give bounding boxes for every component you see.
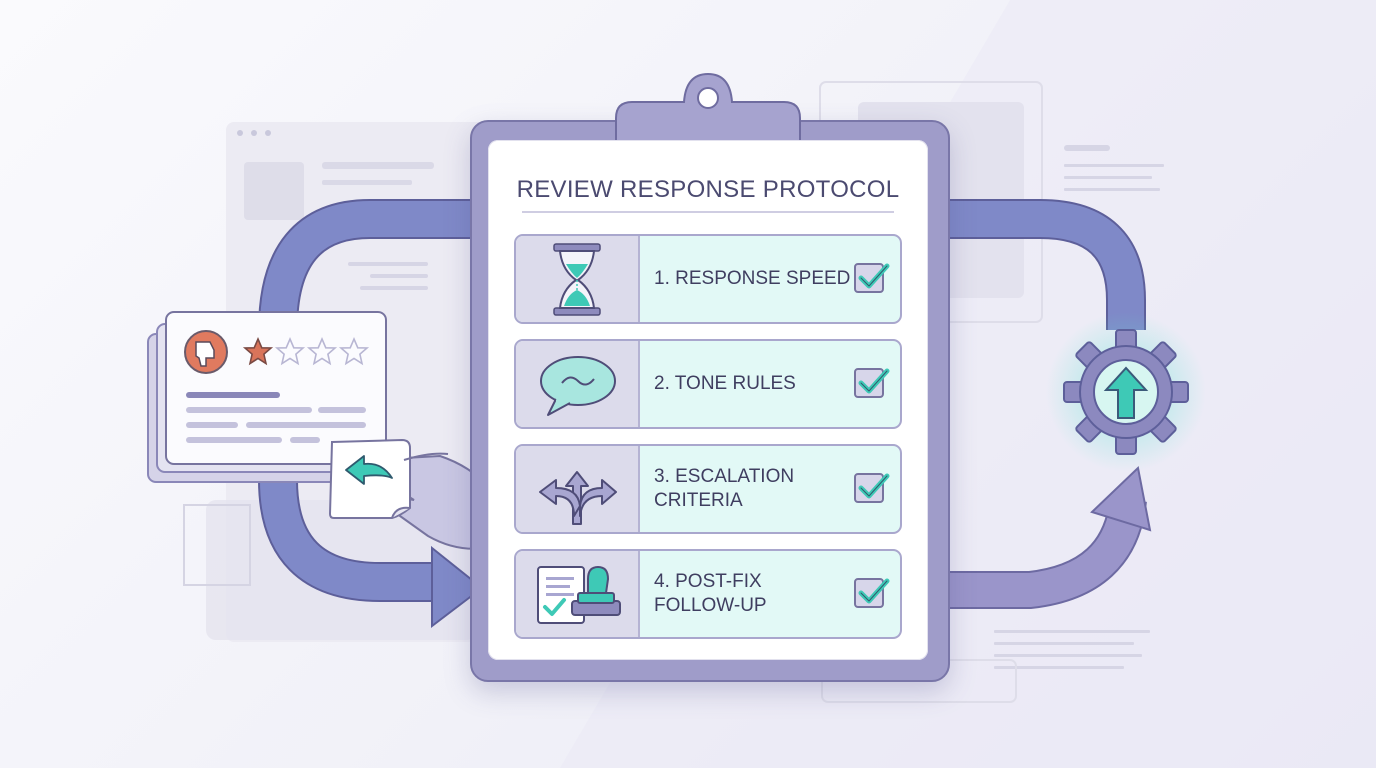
speech-bubble-icon — [516, 341, 640, 427]
title-divider — [522, 211, 894, 213]
thumbs-down-icon — [184, 330, 228, 374]
checklist-item-label: 1. RESPONSE SPEED — [654, 268, 851, 289]
right-arrowhead — [1090, 466, 1152, 532]
checkbox-checked[interactable] — [854, 368, 890, 398]
checklist-item-label: 3. ESCALATION CRITERIA — [654, 466, 795, 511]
checklist-item-label: 2. TONE RULES — [654, 373, 796, 394]
checkbox-checked[interactable] — [854, 263, 890, 293]
checkbox-checked[interactable] — [854, 473, 890, 503]
reply-arrow-icon — [345, 455, 393, 485]
star-rating — [242, 336, 370, 366]
checklist-item-label: 4. POST-FIX FOLLOW-UP — [654, 571, 767, 616]
checklist-item-response-speed[interactable]: 1. RESPONSE SPEED — [514, 234, 902, 324]
hourglass-icon — [516, 236, 640, 322]
checklist-item-post-fix-follow-up[interactable]: 4. POST-FIX FOLLOW-UP — [514, 549, 902, 639]
left-arrowhead — [431, 545, 484, 629]
checklist-item-tone-rules[interactable]: 2. TONE RULES — [514, 339, 902, 429]
checklist-item-escalation-criteria[interactable]: 3. ESCALATION CRITERIA — [514, 444, 902, 534]
reply-note — [328, 438, 411, 519]
document-stamp-icon — [516, 551, 640, 637]
checkbox-checked[interactable] — [854, 578, 890, 608]
branching-arrows-icon — [516, 446, 640, 532]
page-title: REVIEW RESPONSE PROTOCOL — [516, 176, 900, 203]
